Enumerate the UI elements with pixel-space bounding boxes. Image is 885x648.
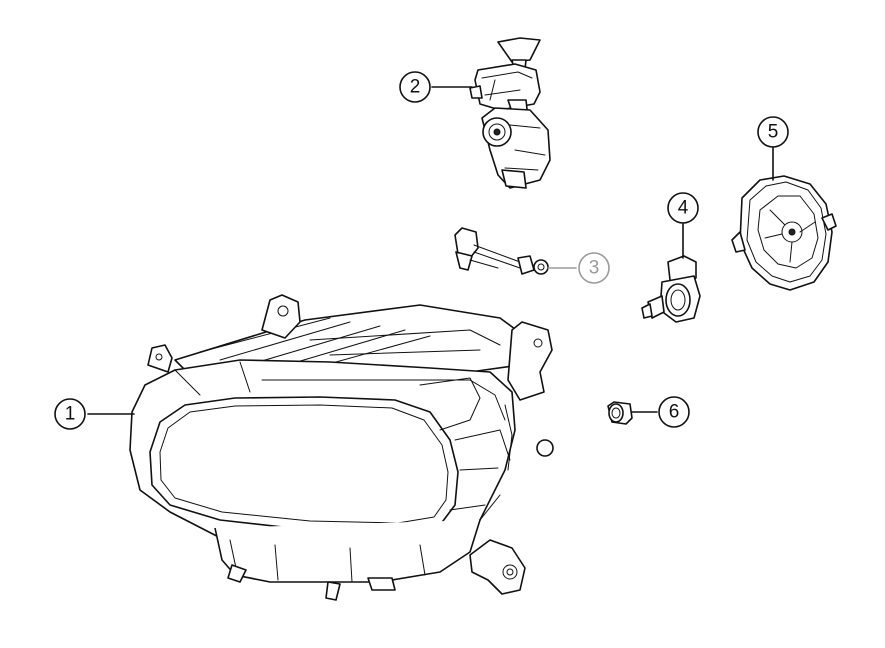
- callout-2: 2: [399, 71, 431, 103]
- callout-5: 5: [757, 116, 789, 148]
- callout-4: 4: [667, 192, 699, 224]
- callout-label-3: 3: [589, 258, 600, 279]
- headlamp-assembly-part: [129, 294, 554, 601]
- adjuster-cable-part: [454, 227, 549, 275]
- callout-label-4: 4: [678, 198, 689, 219]
- callout-label-2: 2: [410, 77, 421, 98]
- callout-label-6: 6: [669, 402, 680, 423]
- dust-cover-part: [731, 175, 837, 291]
- bulb-part: [641, 255, 701, 323]
- callout-1: 1: [54, 398, 86, 430]
- callout-3: 3: [578, 252, 610, 284]
- small-cap-part: [607, 401, 633, 425]
- callout-6: 6: [658, 396, 690, 428]
- callout-label-5: 5: [768, 122, 779, 143]
- leveling-motor-part: [469, 37, 551, 189]
- callout-label-1: 1: [65, 404, 76, 425]
- leader-lines: [87, 86, 774, 415]
